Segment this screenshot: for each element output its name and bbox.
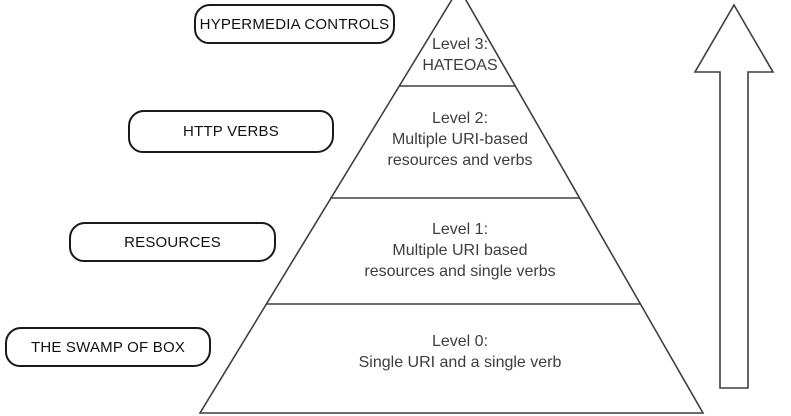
level-2-line-1: Level 2: bbox=[431, 110, 489, 127]
level-2-line-2: Multiple URI-based bbox=[391, 131, 529, 148]
side-label-hypermedia-controls: HYPERMEDIA CONTROLS bbox=[194, 4, 395, 44]
pyramid-level-2-label: Level 2: Multiple URI-based resources an… bbox=[388, 108, 533, 171]
side-label-text: THE SWAMP OF BOX bbox=[30, 338, 186, 356]
level-1-line-1: Level 1: bbox=[431, 221, 489, 238]
side-label-text: HYPERMEDIA CONTROLS bbox=[199, 15, 390, 33]
pyramid-level-3-label: Level 3: HATEOAS bbox=[422, 34, 497, 76]
level-2-line-3: resources and verbs bbox=[387, 152, 533, 169]
level-3-line-2: HATEOAS bbox=[422, 57, 498, 74]
up-arrow-icon bbox=[693, 3, 775, 389]
side-label-the-swamp-of-box: THE SWAMP OF BOX bbox=[5, 327, 211, 367]
pyramid-outline bbox=[198, 0, 705, 414]
pyramid-level-0-label: Level 0: Single URI and a single verb bbox=[359, 331, 562, 373]
level-3-line-1: Level 3: bbox=[431, 36, 489, 53]
side-label-http-verbs: HTTP VERBS bbox=[128, 110, 334, 153]
level-1-line-2: Multiple URI based bbox=[392, 242, 528, 259]
side-label-text: RESOURCES bbox=[124, 233, 221, 251]
level-1-line-3: resources and single verbs bbox=[364, 263, 556, 280]
level-0-line-2: Single URI and a single verb bbox=[358, 354, 562, 371]
level-0-line-1: Level 0: bbox=[431, 333, 489, 350]
side-label-resources: RESOURCES bbox=[69, 222, 276, 262]
side-label-text: HTTP VERBS bbox=[183, 123, 279, 140]
pyramid-level-1-label: Level 1: Multiple URI based resources an… bbox=[364, 219, 555, 282]
